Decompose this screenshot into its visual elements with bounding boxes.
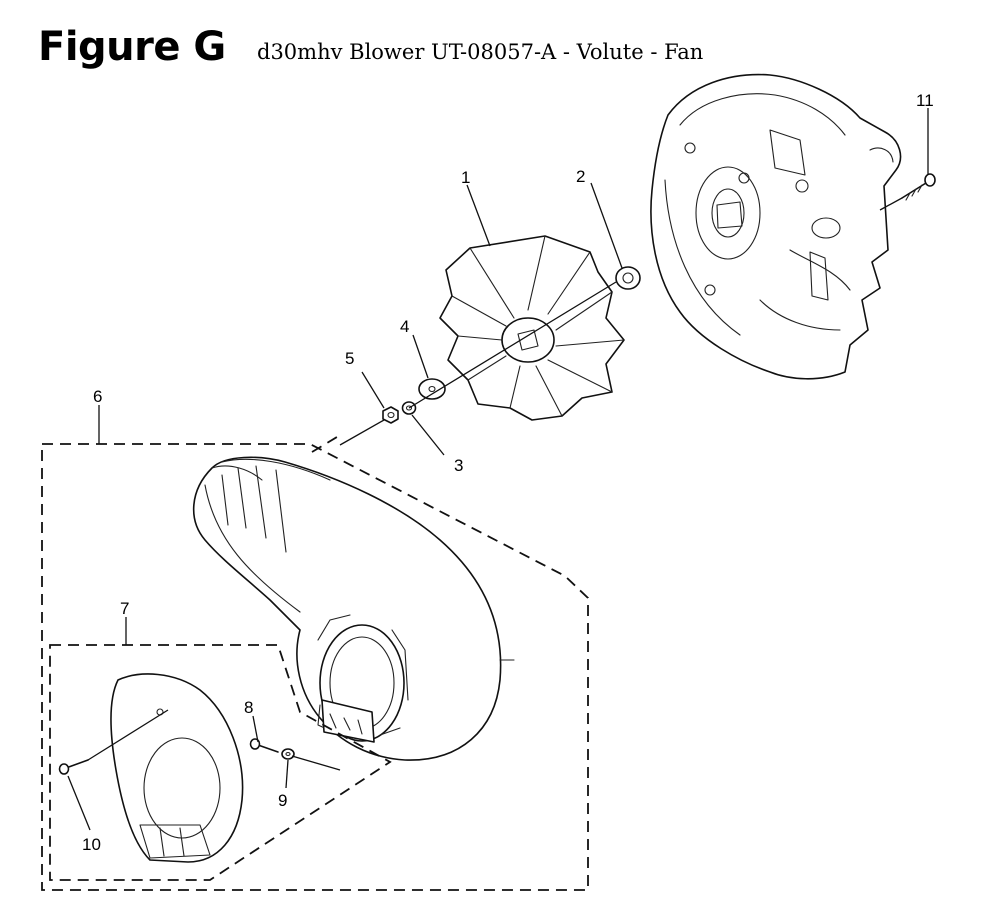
screw-8 bbox=[249, 738, 279, 753]
motor-housing bbox=[650, 73, 902, 380]
screw-11 bbox=[901, 173, 936, 201]
washer-4 bbox=[418, 378, 446, 400]
callout-9: 9 bbox=[278, 791, 287, 810]
callout-5: 5 bbox=[345, 349, 354, 368]
callout-4: 4 bbox=[400, 317, 409, 336]
volute-housing bbox=[192, 456, 515, 761]
cover-assembly-group-outline bbox=[49, 644, 392, 881]
washer-2 bbox=[615, 266, 641, 290]
callout-7: 7 bbox=[120, 599, 129, 618]
washer-9 bbox=[281, 748, 295, 760]
callout-8: 8 bbox=[244, 698, 253, 717]
screw-10 bbox=[58, 759, 89, 775]
volute-assembly-group-outline bbox=[41, 433, 589, 891]
callout-10: 10 bbox=[82, 835, 101, 854]
figure-label: Figure G bbox=[38, 24, 226, 70]
nut-5 bbox=[382, 406, 399, 424]
callout-3: 3 bbox=[454, 456, 463, 475]
callout-6: 6 bbox=[93, 387, 102, 406]
callout-2: 2 bbox=[576, 167, 585, 186]
fan-impeller bbox=[439, 235, 625, 421]
callout-1: 1 bbox=[461, 168, 470, 187]
intake-cover bbox=[110, 673, 244, 863]
callout-11: 11 bbox=[916, 91, 934, 110]
figure-caption: d30mhv Blower UT-08057-A - Volute - Fan bbox=[257, 40, 704, 64]
